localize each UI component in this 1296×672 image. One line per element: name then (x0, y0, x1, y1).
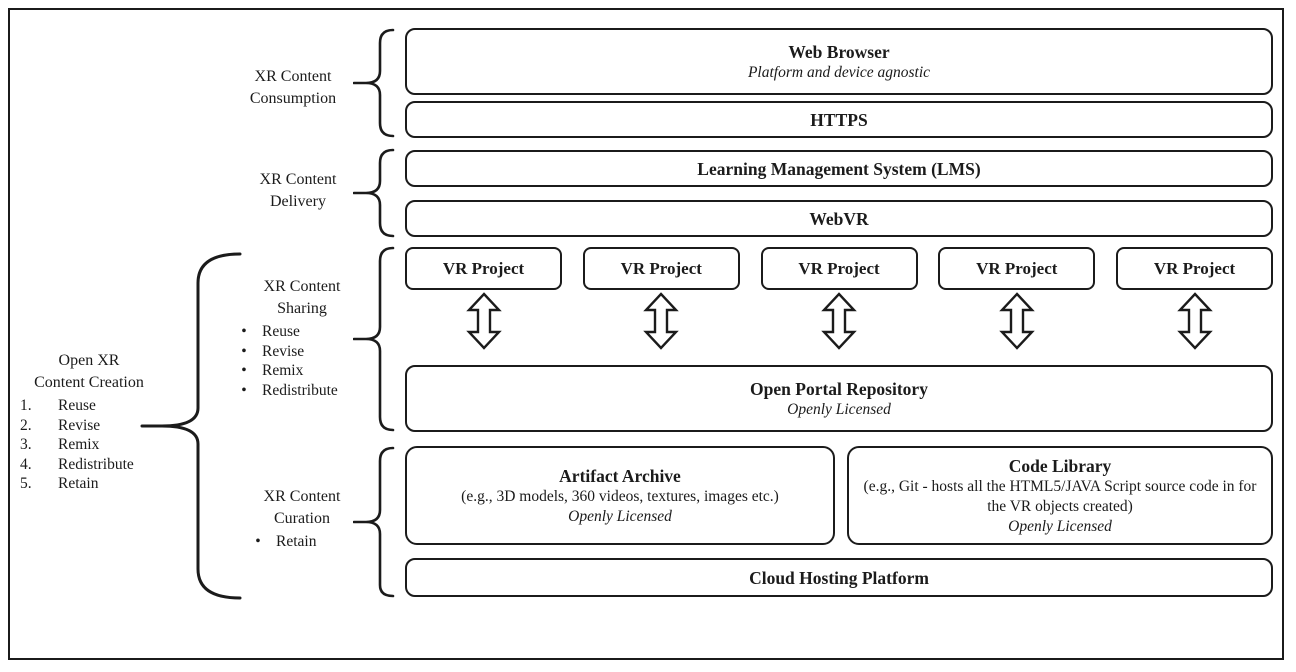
web-browser-box: Web Browser Platform and device agnostic (405, 28, 1273, 95)
list-item: 4. Redistribute (12, 455, 166, 475)
label-xr-content-sharing: XR Content Sharing • Reuse • Revise • Re… (226, 276, 378, 400)
curation-line1: XR Content (263, 488, 341, 505)
arrow-cell (938, 292, 1095, 350)
label-xr-content-curation: XR Content Curation • Retain (226, 486, 378, 552)
creation-numbered-list: 1. Reuse 2. Revise 3. Remix 4. Redistrib… (12, 396, 166, 494)
curation-line2: Curation (274, 510, 330, 527)
arrow-cell (405, 292, 562, 350)
open-portal-subtitle: Openly Licensed (787, 400, 891, 418)
list-item: • Redistribute (226, 381, 378, 401)
code-library-detail: (e.g., Git - hosts all the HTML5/JAVA Sc… (863, 477, 1257, 515)
code-library-title: Code Library (1008, 455, 1112, 476)
vr-project-row: VR Project VR Project VR Project VR Proj… (405, 247, 1273, 290)
webvr-box: WebVR (405, 200, 1273, 237)
label-xr-content-delivery: XR Content Delivery (231, 169, 365, 213)
artifact-archive-license: Openly Licensed (568, 507, 672, 525)
brace-open-xr-content-creation (140, 252, 242, 600)
sharing-bullet-list: • Reuse • Revise • Remix • Redistribute (226, 322, 378, 400)
item-label: Retain (58, 475, 99, 492)
vr-arrows-row (405, 292, 1273, 350)
brace-xr-content-consumption (353, 28, 395, 138)
item-number: 3. (20, 436, 32, 453)
bullet-icon: • (241, 342, 247, 360)
artifact-archive-box: Artifact Archive (e.g., 3D models, 360 v… (405, 446, 835, 545)
bullet-icon: • (241, 362, 247, 379)
item-number: 5. (20, 475, 32, 492)
creation-title-line1: Open XR (58, 352, 120, 369)
double-arrow-icon (465, 292, 502, 350)
arrow-cell (761, 292, 918, 350)
item-label: Remix (58, 436, 100, 453)
consumption-line2: Consumption (249, 90, 337, 107)
item-number: 1. (20, 397, 32, 414)
sharing-line2: Sharing (277, 300, 327, 317)
double-arrow-icon (1176, 292, 1213, 350)
vr-project-box: VR Project (405, 247, 562, 290)
item-label: Revise (262, 342, 305, 360)
creation-title-line2: Content Creation (34, 374, 144, 391)
artifact-archive-detail: (e.g., 3D models, 360 videos, textures, … (461, 487, 779, 505)
item-label: Redistribute (262, 381, 338, 399)
web-browser-title: Web Browser (788, 41, 890, 62)
item-label: Reuse (262, 323, 300, 340)
label-open-xr-content-creation: Open XR Content Creation 1. Reuse 2. Rev… (12, 350, 166, 494)
open-portal-title: Open Portal Repository (750, 378, 928, 399)
bullet-icon: • (241, 381, 247, 399)
item-label: Redistribute (58, 455, 134, 473)
vr-project-box: VR Project (760, 247, 918, 290)
https-title: HTTPS (810, 109, 868, 130)
vr-project-box: VR Project (1116, 247, 1273, 290)
brace-xr-content-curation (353, 446, 395, 598)
cloud-hosting-title: Cloud Hosting Platform (749, 567, 929, 588)
list-item: 5. Retain (12, 474, 166, 494)
item-label: Revise (58, 416, 101, 434)
brace-xr-content-delivery (353, 148, 395, 238)
lms-title: Learning Management System (LMS) (697, 158, 981, 179)
code-library-box: Code Library (e.g., Git - hosts all the … (847, 446, 1273, 545)
list-item: • Revise (226, 342, 378, 362)
bullet-icon: • (255, 533, 261, 550)
item-label: Remix (262, 362, 304, 379)
consumption-line1: XR Content (254, 68, 332, 85)
list-item: 1. Reuse (12, 396, 166, 416)
code-library-license: Openly Licensed (1008, 517, 1112, 535)
webvr-title: WebVR (809, 208, 869, 229)
cloud-hosting-platform-box: Cloud Hosting Platform (405, 558, 1273, 597)
vr-project-box: VR Project (582, 247, 740, 290)
bullet-icon: • (241, 323, 247, 340)
https-box: HTTPS (405, 101, 1273, 138)
list-item: 2. Revise (12, 416, 166, 436)
list-item: • Remix (226, 361, 378, 381)
item-label: Retain (276, 533, 317, 550)
brace-xr-content-sharing (353, 246, 395, 432)
open-portal-repository-box: Open Portal Repository Openly Licensed (405, 365, 1273, 432)
item-label: Reuse (58, 397, 96, 414)
vr-project-box: VR Project (938, 247, 1096, 290)
list-item: 3. Remix (12, 435, 166, 455)
double-arrow-icon (643, 292, 680, 350)
arrow-cell (1116, 292, 1273, 350)
delivery-line1: XR Content (259, 171, 337, 188)
artifact-archive-title: Artifact Archive (559, 465, 681, 486)
delivery-line2: Delivery (270, 193, 326, 210)
label-xr-content-consumption: XR Content Consumption (226, 66, 360, 110)
list-item: • Reuse (226, 322, 378, 342)
double-arrow-icon (821, 292, 857, 350)
lms-box: Learning Management System (LMS) (405, 150, 1273, 187)
curation-row: Artifact Archive (e.g., 3D models, 360 v… (405, 446, 1273, 545)
sharing-line1: XR Content (263, 278, 341, 295)
item-number: 4. (20, 455, 32, 473)
curation-bullet-list: • Retain (226, 532, 378, 552)
list-item: • Retain (240, 532, 378, 552)
arrow-cell (583, 292, 740, 350)
web-browser-subtitle: Platform and device agnostic (747, 63, 931, 81)
double-arrow-icon (998, 292, 1035, 350)
item-number: 2. (20, 416, 32, 434)
